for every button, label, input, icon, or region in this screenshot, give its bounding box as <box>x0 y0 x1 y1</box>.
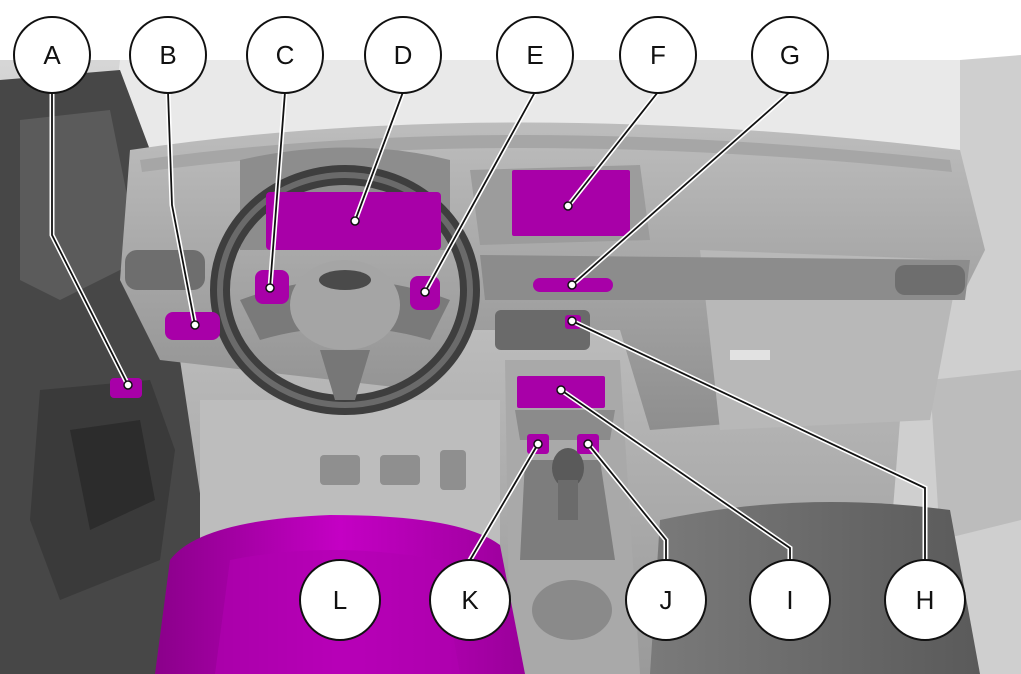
callout-b-label: B <box>159 40 176 70</box>
callout-g: G <box>752 17 828 93</box>
callout-k-label: K <box>461 585 479 615</box>
callout-d-label: D <box>394 40 413 70</box>
callout-g-label: G <box>780 40 800 70</box>
callout-k: K <box>430 560 510 640</box>
callout-c: C <box>247 17 323 93</box>
callout-i-label: I <box>786 585 793 615</box>
callout-l-label: L <box>333 585 347 615</box>
callout-h-label: H <box>916 585 935 615</box>
callout-i: I <box>750 560 830 640</box>
callout-e-label: E <box>526 40 543 70</box>
callout-e: E <box>497 17 573 93</box>
callout-h: H <box>885 560 965 640</box>
callout-j: J <box>626 560 706 640</box>
callout-j-label: J <box>660 585 673 615</box>
callout-l: L <box>300 560 380 640</box>
callout-c-label: C <box>276 40 295 70</box>
callout-b: B <box>130 17 206 93</box>
callout-a-label: A <box>43 40 61 70</box>
callout-d: D <box>365 17 441 93</box>
callout-a: A <box>14 17 90 93</box>
callout-f-label: F <box>650 40 666 70</box>
callout-f: F <box>620 17 696 93</box>
